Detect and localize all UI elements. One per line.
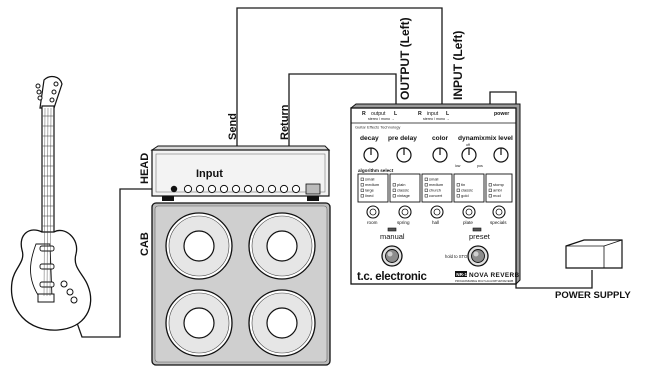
algorithm-select-label: algorithm select (358, 168, 394, 173)
manual-footswitch[interactable] (381, 245, 403, 267)
specials-button[interactable] (492, 205, 506, 219)
spring-label: spring (397, 220, 410, 225)
guitar-cable (69, 188, 172, 338)
algorithm-options: small medium large lined plain classic v… (360, 177, 505, 198)
amp-head-body (151, 149, 330, 197)
preset-footswitch[interactable] (467, 245, 489, 267)
reverb-pedal: R output L stereo / mono → R input L ste… (350, 103, 521, 285)
pedal-knobs (363, 147, 509, 163)
room-option-1: small (365, 177, 374, 182)
input-label: INPUT (Left) (451, 31, 465, 100)
output-jack-label: output (371, 111, 386, 117)
spring-option-1: plain (397, 182, 405, 187)
plate-label: plate (463, 220, 473, 225)
hold-to-store-label: hold to STORE (445, 254, 473, 259)
hall-option-2: medium (429, 182, 444, 187)
guitar (10, 75, 92, 331)
amp-cab (151, 202, 331, 366)
output-r-label: R (362, 111, 366, 117)
power-supply (565, 239, 623, 269)
knob-label-pre-delay: pre delay (388, 135, 417, 142)
output-stereo-sub: stereo / mono → (368, 117, 395, 121)
color-knob[interactable] (432, 147, 448, 163)
power-supply-label: POWER SUPPLY (555, 290, 631, 301)
room-option-3: large (365, 188, 375, 193)
send-cable (236, 7, 443, 146)
pre-delay-knob[interactable] (396, 147, 412, 163)
preset-led (472, 227, 482, 232)
amp-input-label: Input (196, 168, 223, 180)
dynamix-off-mark: off (466, 143, 470, 147)
brand-logo: t.c. electronic (357, 271, 428, 283)
specials-option-1: stomp (493, 182, 505, 187)
speakers (165, 212, 316, 357)
dynamix-low-mark: low (455, 164, 461, 168)
input-stereo-sub: stereo / mono → (423, 117, 450, 121)
dynamix-knob[interactable] (461, 147, 477, 163)
room-option-2: medium (365, 182, 380, 187)
product-badge: NR-1 (456, 272, 467, 277)
tuning-pegs (35, 81, 59, 103)
input-l-label: L (446, 111, 450, 117)
room-label: room (367, 220, 378, 225)
hall-label: hall (432, 220, 439, 225)
return-label: Return (279, 104, 291, 140)
spring-button[interactable] (398, 205, 412, 219)
hall-option-4: concert (429, 193, 443, 198)
power-supply-box (565, 239, 623, 269)
specials-option-3: mod (493, 193, 501, 198)
send-label: Send (227, 113, 239, 140)
power-jack-label: power (494, 111, 509, 117)
decay-knob[interactable] (363, 147, 379, 163)
guitar-bridge (37, 293, 55, 303)
input-jack-label: input (427, 111, 439, 117)
head-label: HEAD (139, 153, 151, 184)
plate-button[interactable] (462, 205, 476, 219)
amp-input-jack[interactable] (170, 185, 178, 193)
specials-label: specials (490, 220, 507, 225)
plate-option-1: tin (461, 182, 465, 187)
mix-level-knob[interactable] (493, 147, 509, 163)
guitar-knobs (60, 280, 78, 304)
dynamix-pos-mark: pos (477, 164, 483, 168)
guitar-headstock (39, 75, 63, 109)
return-cable (288, 73, 397, 146)
hall-option-1: small (429, 177, 438, 182)
output-label: OUTPUT (Left) (398, 17, 412, 100)
knob-label-decay: decay (360, 135, 379, 142)
manual-label: manual (380, 232, 405, 241)
algorithm-buttons (366, 205, 506, 219)
specials-option-2: ambi (493, 188, 502, 193)
room-button[interactable] (366, 205, 380, 219)
manual-led (387, 227, 397, 232)
knob-label-color: color (432, 135, 449, 142)
input-r-label: R (418, 111, 422, 117)
preset-label: preset (469, 232, 491, 241)
knob-label-dynamix: dynamix (458, 135, 485, 142)
hall-option-3: church (429, 188, 441, 193)
product-subtitle: PROGRAMMABLE MULTI-ALGORITHM REVERB (455, 279, 513, 283)
brand-line: Guitar Effects Technology (355, 125, 400, 130)
spring-option-3: vintage (397, 193, 411, 198)
room-option-4: lined (365, 193, 373, 198)
plate-option-2: classic (461, 188, 473, 193)
hall-button[interactable] (430, 205, 444, 219)
spring-option-2: classic (397, 188, 409, 193)
product-name: NOVA REVERB (469, 272, 520, 279)
knob-label-mix-level: mix level (485, 135, 513, 142)
plate-option-3: gold (461, 193, 469, 198)
amp-head: Input (150, 145, 331, 201)
output-l-label: L (394, 111, 398, 117)
amp-knobs (183, 184, 301, 194)
cab-label: CAB (139, 232, 151, 256)
